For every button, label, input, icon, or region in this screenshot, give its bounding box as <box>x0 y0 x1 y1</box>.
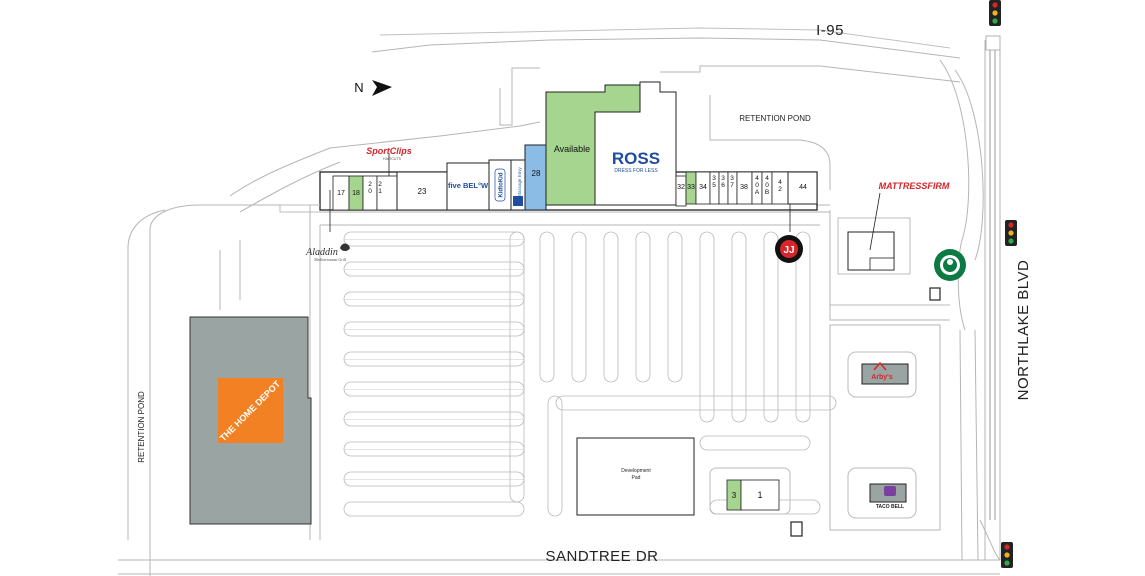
unit-3: 3 <box>732 491 737 500</box>
svg-text:Arby's: Arby's <box>871 374 893 381</box>
unit-labels: 17 18 23 28 32 33 34 38 44 Available <box>337 144 807 197</box>
traffic-light-icon <box>989 0 1001 26</box>
unit-17: 17 <box>337 190 345 197</box>
tacobell-pad: TACO BELL <box>847 467 917 519</box>
svg-text:ROSS: ROSS <box>612 149 660 168</box>
svg-text:JJ: JJ <box>783 245 794 256</box>
aladdin-logo: Aladdin Mediterranean Grill <box>305 243 350 262</box>
svg-text:Mediterranean Grill: Mediterranean Grill <box>314 257 347 262</box>
parking-rows-center <box>509 231 837 517</box>
unit-34: 34 <box>699 184 707 191</box>
unit-5-marker <box>513 196 523 206</box>
unit-18: 18 <box>352 190 360 197</box>
starbucks-logo <box>934 249 966 281</box>
unit-1: 1 <box>757 490 762 500</box>
traffic-light-icon <box>1005 220 1017 246</box>
svg-text:KidtoKid: KidtoKid <box>499 172 505 197</box>
parking-rows-west <box>343 231 525 517</box>
unit-32: 32 <box>677 184 685 191</box>
unit-23: 23 <box>418 187 427 196</box>
homedepot-building: THE HOME DEPOT <box>189 316 312 525</box>
svg-text:HAIRCUTS: HAIRCUTS <box>383 157 402 161</box>
retention-pond-west: RETENTION POND <box>137 391 146 463</box>
retention-pond-north: RETENTION POND <box>739 114 811 123</box>
jimmyjohns-logo: JJ <box>775 235 803 263</box>
road-northlake: NORTHLAKE BLVD <box>1015 260 1032 401</box>
svg-text:TACO BELL: TACO BELL <box>876 504 904 510</box>
aladdin-lamp-icon <box>340 243 350 251</box>
kidtokid-logo: KidtoKid <box>494 168 506 202</box>
svg-text:MATTRESSFIRM: MATTRESSFIRM <box>879 181 950 191</box>
unit-44: 44 <box>799 184 807 191</box>
unit-38: 38 <box>740 184 748 191</box>
mattressfirm-pad: MATTRESSFIRM <box>830 181 950 306</box>
sportclips-logo: SportClips HAIRCUTS <box>366 146 412 161</box>
svg-text:Aladdin: Aladdin <box>305 247 338 258</box>
north-arrow-icon <box>372 80 392 96</box>
unit-available: Available <box>554 144 590 154</box>
main-building <box>279 81 818 232</box>
north-compass: N <box>354 80 392 96</box>
highway-lines <box>379 27 1001 520</box>
stall-hatching <box>344 239 524 480</box>
road-sandtree: SANDTREE DR <box>545 548 658 565</box>
svg-text:Massage Envy: Massage Envy <box>517 166 522 196</box>
massage-envy-logo: Massage Envy <box>517 166 522 196</box>
traffic-light-icon <box>1001 542 1013 568</box>
pad-1-building: 3 1 <box>709 467 803 537</box>
unit-28: 28 <box>532 169 541 178</box>
svg-text:N: N <box>354 80 363 95</box>
road-i95: I-95 <box>816 22 844 39</box>
unit-33: 33 <box>687 184 695 191</box>
ross-logo: ROSS DRESS FOR LESS <box>612 149 660 174</box>
svg-text:DRESS FOR LESS: DRESS FOR LESS <box>614 168 658 174</box>
arbys-pad: Arby's <box>847 351 917 398</box>
fivebelow-logo: five BEL°W <box>448 181 489 190</box>
svg-text:SportClips: SportClips <box>366 146 412 156</box>
